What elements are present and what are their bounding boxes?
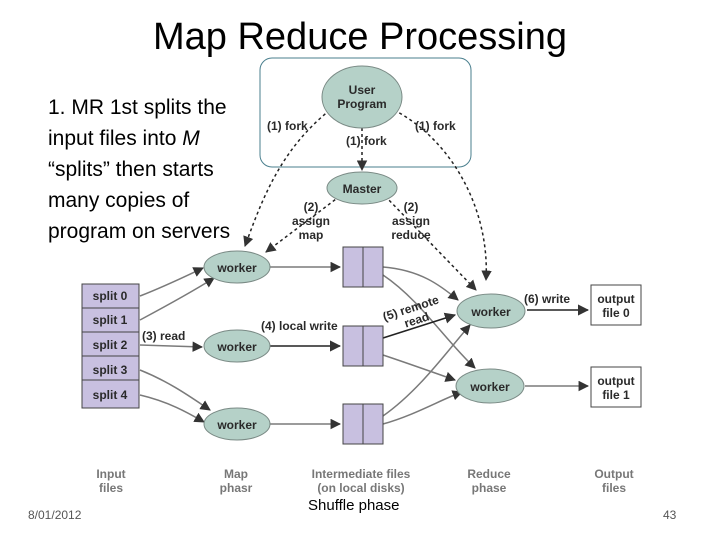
local-write-label: (4) local write [261,319,338,333]
split-3-label: split 3 [93,363,128,377]
split-1-box [81,307,140,333]
assign-map-label-2: assign [292,214,330,228]
map-worker-2-label: worker [216,340,257,354]
column-map-label-2: phasr [220,481,253,495]
slide-title: Map Reduce Processing [153,16,567,58]
read-arrow-split1 [139,277,215,321]
assign-reduce-label-3: reduce [391,228,431,242]
desc-line-4: many copies of [48,189,190,212]
intermediate-file-1b [362,246,384,288]
column-intermediate-label-2: (on local disks) [317,481,404,495]
intermediate-file-3b [362,403,384,445]
remote-read-b-r1 [382,312,457,339]
desc-line-1: 1. MR 1st splits the [48,96,227,119]
read-arrow-split3 [139,369,211,411]
assign-map-label-3: map [299,228,324,242]
column-input-label-2: files [99,481,123,495]
fork-right-label: (1) fork [415,119,456,133]
split-0-label: split 0 [93,289,128,303]
output-file-0-label-2: file 0 [602,306,630,320]
remote-read-b-r2 [382,354,456,382]
assign-reduce-label-2: assign [392,214,430,228]
write-label: (6) write [524,292,570,306]
remote-read-a-r2 [382,274,476,369]
read-label: (3) read [142,329,185,343]
read-arrow-split0 [139,267,204,297]
output-file-0-label-1: output [597,292,634,306]
slide-description: 1. MR 1st splits the input files into M … [48,92,268,247]
read-arrow-split2 [139,341,204,352]
slide-page-number: 43 [663,508,677,522]
output-file-1-box [590,366,642,408]
remote-read-a-r1 [382,266,459,301]
output-file-1-label-2: file 1 [602,388,630,402]
split-1-label: split 1 [93,313,128,327]
column-output-label-1: Output [594,467,633,481]
split-4-label: split 4 [93,388,128,402]
map-worker-1 [203,250,271,284]
fork-mid-label: (1) fork [346,134,387,148]
assign-reduce-arrow [384,195,477,291]
split-2-label: split 2 [93,338,128,352]
map-worker-1-label: worker [216,261,257,275]
remote-read-c-r1 [382,324,471,417]
desc-line-2-italic: M [182,127,200,150]
shuffle-phase-caption: Shuffle phase [308,497,400,514]
map-worker-3 [203,407,271,441]
desc-line-3: “splits” then starts [48,158,214,181]
column-reduce-label-1: Reduce [467,467,511,481]
column-intermediate-label-1: Intermediate files [312,467,411,481]
assign-reduce-label-1: (2) [404,200,419,214]
remote-read-label: (5) remote read [381,292,441,330]
intermediate-file-2b [362,325,384,367]
remote-read-c-r2 [382,390,463,425]
column-map-label-1: Map [224,467,248,481]
user-program-label-2: Program [337,97,386,111]
read-arrow-split4 [139,394,205,423]
intermediate-file-2a [342,325,364,367]
user-program-node [321,65,403,129]
split-3-box [81,355,140,381]
desc-line-2: input files into M [48,123,268,154]
desc-line-2-text: input files into [48,127,183,150]
intermediate-file-1a [342,246,364,288]
slide-date: 8/01/2012 [28,508,82,522]
reduce-worker-1-label: worker [470,305,511,319]
column-reduce-label-2: phase [472,481,507,495]
reduce-worker-2-label: worker [469,380,510,394]
column-output-label-2: files [602,481,626,495]
output-file-1-label-1: output [597,374,634,388]
reduce-worker-1 [456,293,526,329]
assign-map-label-1: (2) [304,200,319,214]
split-0-box [81,283,140,309]
column-input-label-1: Input [96,467,125,481]
fork-left-label: (1) fork [267,119,308,133]
user-program-label-1: User [349,83,376,97]
map-worker-2 [203,329,271,363]
master-node [326,171,398,205]
map-worker-3-label: worker [216,418,257,432]
master-label: Master [343,182,382,196]
split-4-box [81,379,140,409]
output-file-0-box [590,284,642,326]
reduce-worker-2 [455,368,525,404]
fork-arrow-left [243,109,331,247]
intermediate-file-3a [342,403,364,445]
fork-arrow-right [393,109,492,282]
desc-line-5: program on servers [48,220,231,243]
